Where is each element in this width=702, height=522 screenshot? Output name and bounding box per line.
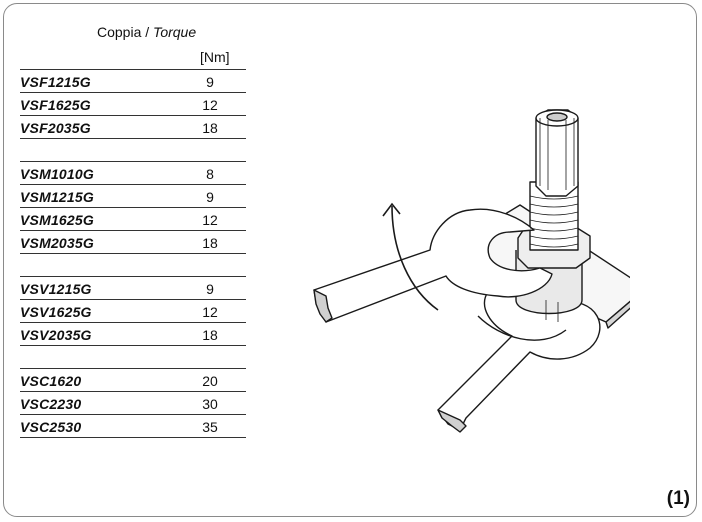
torque-value: 9 [206, 189, 214, 205]
model-name: VSM2035G [20, 235, 94, 251]
torque-value: 8 [206, 166, 214, 182]
torque-value: 12 [202, 97, 218, 113]
model-name: VSM1625G [20, 212, 94, 228]
model-name: VSV1625G [20, 304, 92, 320]
table-row: VSM2035G 18 [20, 231, 246, 254]
header-label-en: Torque [153, 24, 197, 40]
model-name: VSM1215G [20, 189, 94, 205]
group-separator [20, 254, 246, 277]
model-name: VSV2035G [20, 327, 92, 343]
model-name: VSM1010G [20, 166, 94, 182]
torque-value: 35 [202, 419, 218, 435]
table-row: VSM1625G 12 [20, 208, 246, 231]
unit-header: [Nm] [20, 47, 246, 70]
table-row: VSF1215G 9 [20, 70, 246, 93]
model-name: VSF1625G [20, 97, 91, 113]
table-row: VSV1625G 12 [20, 300, 246, 323]
group-separator [20, 139, 246, 162]
torque-value: 18 [202, 327, 218, 343]
group-separator [20, 346, 246, 369]
table-row: VSC1620 20 [20, 369, 246, 392]
model-name: VSF2035G [20, 120, 91, 136]
torque-table: Coppia / Torque [Nm] VSF1215G 9 VSF1625G 1… [20, 21, 246, 438]
torque-value: 30 [202, 396, 218, 412]
header-label-it: Coppia / [97, 24, 150, 40]
torque-value: 9 [206, 74, 214, 90]
torque-header-label: Coppia / Torque [97, 24, 196, 40]
torque-value: 9 [206, 281, 214, 297]
model-name: VSC2530 [20, 419, 82, 435]
torque-value: 20 [202, 373, 218, 389]
model-name: VSV1215G [20, 281, 92, 297]
table-row: VSV2035G 18 [20, 323, 246, 346]
torque-value: 18 [202, 120, 218, 136]
model-name: VSC1620 [20, 373, 82, 389]
torque-value: 18 [202, 235, 218, 251]
table-header: Coppia / Torque [20, 21, 246, 47]
table-row: VSM1215G 9 [20, 185, 246, 208]
table-row: VSC2230 30 [20, 392, 246, 415]
model-name: VSC2230 [20, 396, 82, 412]
wrench-assembly-illustration [313, 109, 630, 433]
table-row: VSF1625G 12 [20, 93, 246, 116]
table-row: VSM1010G 8 [20, 162, 246, 185]
torque-value: 12 [202, 212, 218, 228]
table-row: VSV1215G 9 [20, 277, 246, 300]
unit-label: [Nm] [200, 49, 230, 65]
figure-number: (1) [666, 488, 690, 509]
torque-value: 12 [202, 304, 218, 320]
figure-frame [3, 3, 697, 517]
model-name: VSF1215G [20, 74, 91, 90]
table-row: VSC2530 35 [20, 415, 246, 438]
table-row: VSF2035G 18 [20, 116, 246, 139]
